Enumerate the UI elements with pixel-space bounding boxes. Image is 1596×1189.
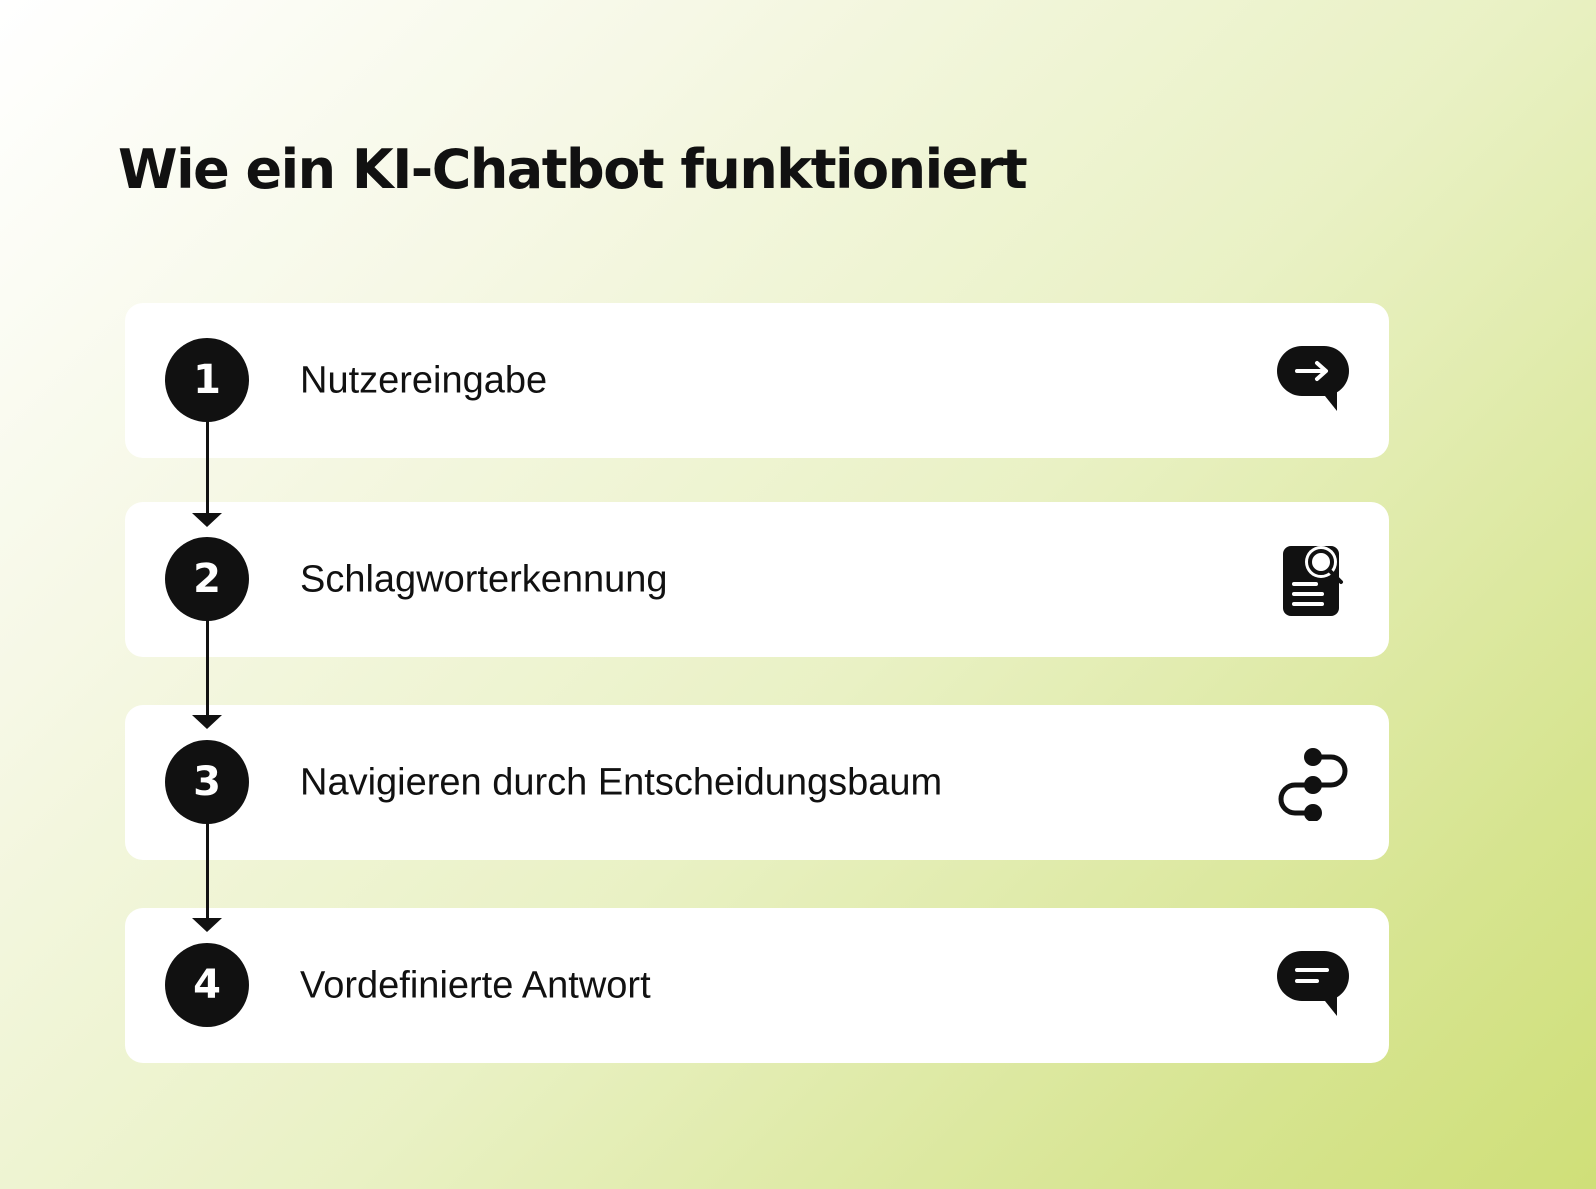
step-card-2: Schlagworterkennung: [125, 502, 1389, 657]
chat-arrow-icon: [1275, 343, 1351, 419]
step-number-badge: 2: [165, 537, 249, 621]
chat-message-icon: [1275, 948, 1351, 1024]
page-title: Wie ein KI-Chatbot funktioniert: [118, 138, 1028, 201]
connector-line: [206, 620, 209, 716]
step-label: Navigieren durch Entscheidungsbaum: [300, 761, 943, 803]
step-number-badge: 3: [165, 740, 249, 824]
arrow-down-icon: [192, 918, 222, 932]
step-card-1: Nutzereingabe: [125, 303, 1389, 458]
arrow-down-icon: [192, 715, 222, 729]
connector-line: [206, 822, 209, 920]
decision-tree-icon: [1275, 745, 1351, 821]
connector-line: [206, 420, 209, 516]
document-search-icon: [1275, 542, 1351, 618]
step-number-badge: 1: [165, 338, 249, 422]
step-label: Schlagworterkennung: [300, 558, 668, 600]
step-card-3: Navigieren durch Entscheidungsbaum: [125, 705, 1389, 860]
step-card-4: Vordefinierte Antwort: [125, 908, 1389, 1063]
step-label: Nutzereingabe: [300, 359, 548, 401]
step-number-badge: 4: [165, 943, 249, 1027]
arrow-down-icon: [192, 513, 222, 527]
step-label: Vordefinierte Antwort: [300, 964, 651, 1006]
